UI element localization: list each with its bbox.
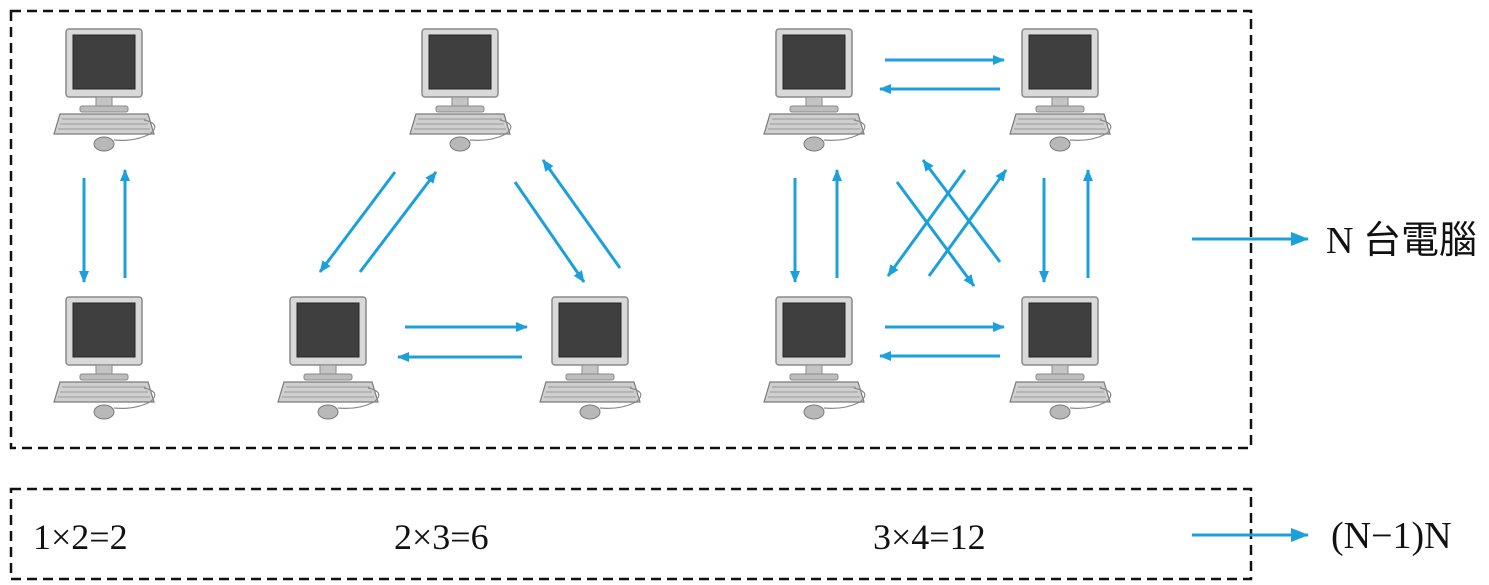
group-3-computers — [277, 28, 642, 420]
group-4-computers — [763, 28, 1112, 420]
network-frame — [9, 9, 1253, 450]
connection-arrows — [79, 169, 130, 283]
computer-icon — [409, 28, 512, 152]
computer-icon — [277, 296, 380, 420]
formula-2-computers: 1×2=2 — [33, 517, 128, 557]
computer-icon — [53, 296, 156, 420]
network-label: N 台電腦 — [1326, 220, 1477, 262]
computer-icon — [763, 296, 866, 420]
computer-icon — [53, 28, 156, 152]
connection-arrows — [790, 55, 1093, 361]
formula-4-computers: 3×4=12 — [873, 517, 986, 557]
group-2-computers — [53, 28, 156, 420]
formula-3-computers: 2×3=6 — [394, 517, 489, 557]
computer-icon — [763, 28, 866, 152]
connection-arrows — [318, 159, 622, 362]
computer-icon — [1009, 296, 1112, 420]
computer-icon — [1009, 28, 1112, 152]
computer-icon — [539, 296, 642, 420]
formula-frame — [9, 487, 1253, 581]
result-label: (N−1)N — [1331, 515, 1452, 557]
